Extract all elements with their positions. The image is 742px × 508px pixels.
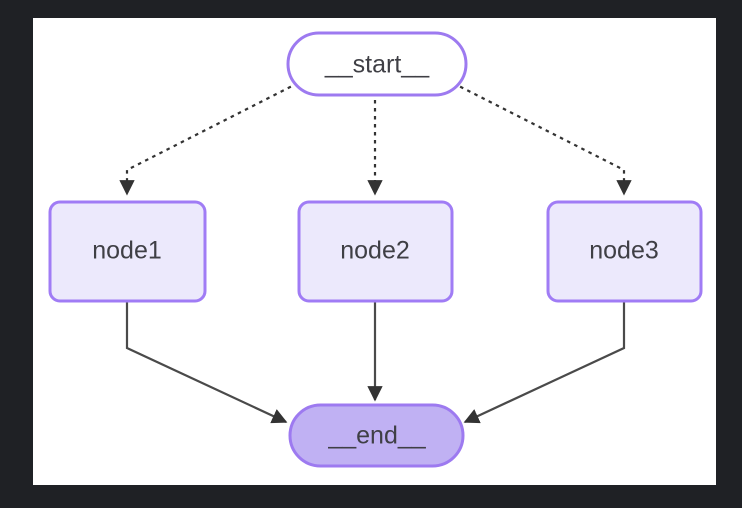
edge-group-solid bbox=[125, 301, 626, 424]
node-node2[interactable]: node2 bbox=[297, 200, 454, 303]
node-node2-label: node2 bbox=[340, 237, 410, 265]
edge-start-to-node1 bbox=[119, 82, 299, 196]
node-node3-shape[interactable] bbox=[546, 200, 703, 303]
edge-start-to-node3 bbox=[452, 82, 632, 196]
edge-group-dashed bbox=[119, 82, 632, 196]
diagram-canvas: __start__ node1 node2 node3 __end__ bbox=[33, 18, 716, 485]
edge-node1-to-end bbox=[125, 301, 288, 424]
node-node3-label: node3 bbox=[589, 237, 659, 265]
node-node1[interactable]: node1 bbox=[48, 200, 207, 303]
node-node3[interactable]: node3 bbox=[546, 200, 703, 303]
edge-node3-to-end bbox=[463, 301, 626, 424]
node-start-label: __start__ bbox=[324, 51, 430, 79]
node-end-label: __end__ bbox=[327, 422, 426, 450]
node-start[interactable]: __start__ bbox=[286, 31, 468, 97]
graph-svg: __start__ node1 node2 node3 __end__ bbox=[48, 31, 703, 468]
node-node1-label: node1 bbox=[92, 237, 162, 265]
node-node1-shape[interactable] bbox=[48, 200, 207, 303]
node-start-shape[interactable] bbox=[286, 31, 468, 97]
node-end[interactable]: __end__ bbox=[288, 403, 465, 468]
node-end-shape[interactable] bbox=[288, 403, 465, 468]
node-node2-shape[interactable] bbox=[297, 200, 454, 303]
